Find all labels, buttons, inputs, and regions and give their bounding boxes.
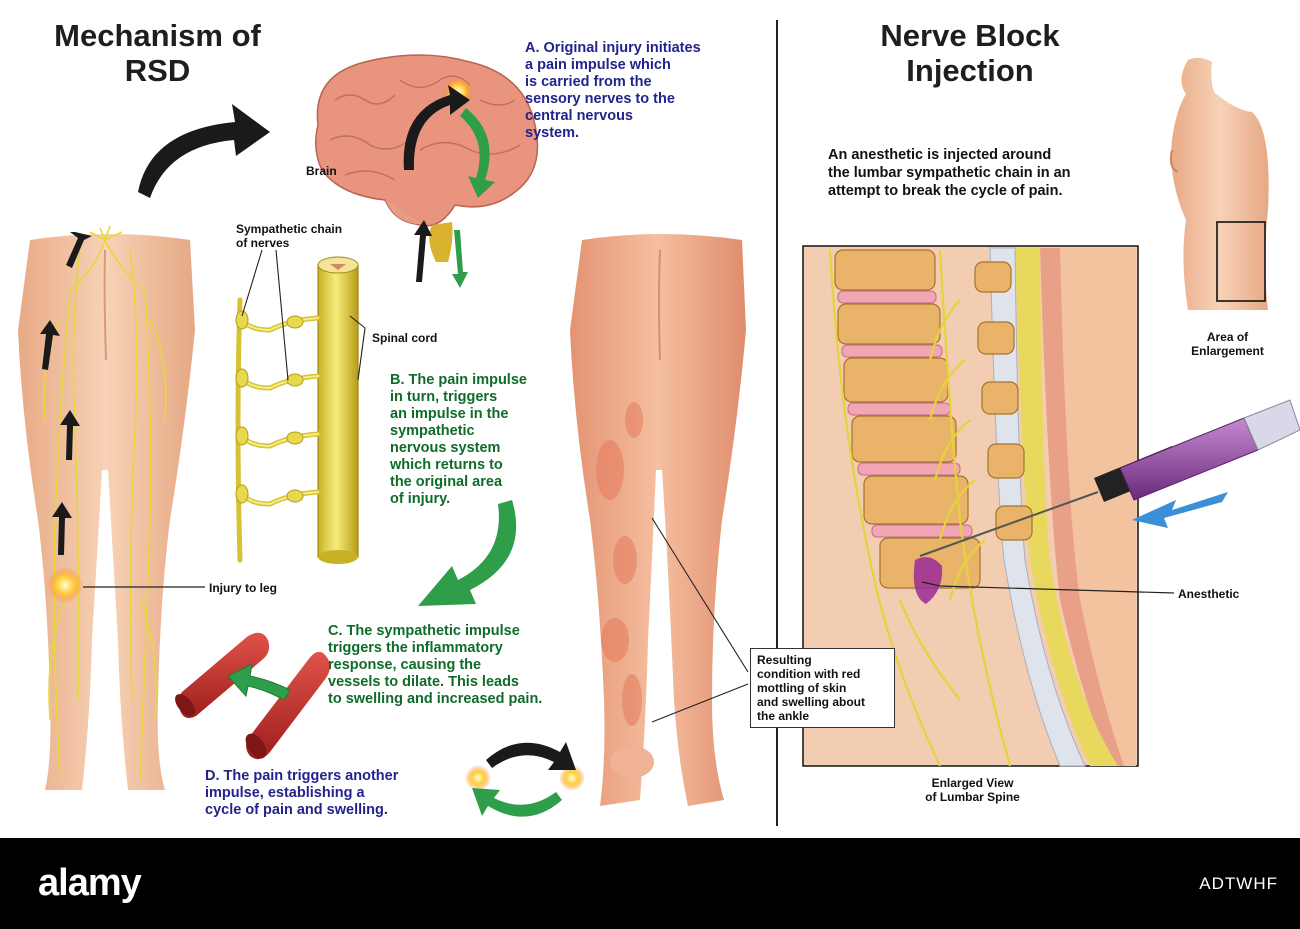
sympathetic-chain-label: Sympathetic chain of nerves xyxy=(236,222,343,250)
dilated-vessels-illustration xyxy=(175,632,330,760)
resulting-condition-label: Resulting condition with red mottling of… xyxy=(750,648,895,728)
pain-cycle-illustration xyxy=(465,742,585,817)
step-a-text: A. Original injury initiates a pain impu… xyxy=(525,40,701,141)
injury-glow xyxy=(47,567,83,603)
enlarged-view-label: Enlarged View of Lumbar Spine xyxy=(925,776,1020,804)
section-divider xyxy=(776,20,778,826)
black-curved-arrow xyxy=(138,104,270,198)
brain-illustration xyxy=(315,54,539,288)
green-curved-arrow xyxy=(418,500,517,606)
spinal-cord-illustration xyxy=(235,249,366,564)
mechanism-title: Mechanism of RSD xyxy=(54,18,261,88)
image-id: ADTWHF xyxy=(1199,874,1278,893)
brain-label: Brain xyxy=(306,164,337,178)
footer-bar: alamy ADTWHF xyxy=(0,838,1300,929)
swollen-leg-illustration xyxy=(570,234,749,806)
step-c-text: C. The sympathetic impulse triggers the … xyxy=(328,623,543,707)
legs-with-nerves-illustration xyxy=(18,225,205,790)
injury-label: Injury to leg xyxy=(209,581,278,595)
alamy-logo: alamy xyxy=(38,862,142,904)
nerve-block-title: Nerve Block Injection xyxy=(880,18,1060,88)
torso-illustration xyxy=(1169,57,1269,310)
spinal-cord-label: Spinal cord xyxy=(372,331,438,345)
anesthetic-label: Anesthetic xyxy=(1178,587,1240,601)
step-b-text: B. The pain impulse in turn, triggers an… xyxy=(390,372,527,507)
step-d-text: D. The pain triggers another impulse, es… xyxy=(205,768,399,818)
anesthetic-description: An anesthetic is injected around the lum… xyxy=(828,147,1071,199)
area-of-enlargement-label: Area of Enlargement xyxy=(1191,330,1264,358)
lumbar-spine-illustration xyxy=(802,245,1175,767)
syringe-illustration xyxy=(919,399,1300,557)
